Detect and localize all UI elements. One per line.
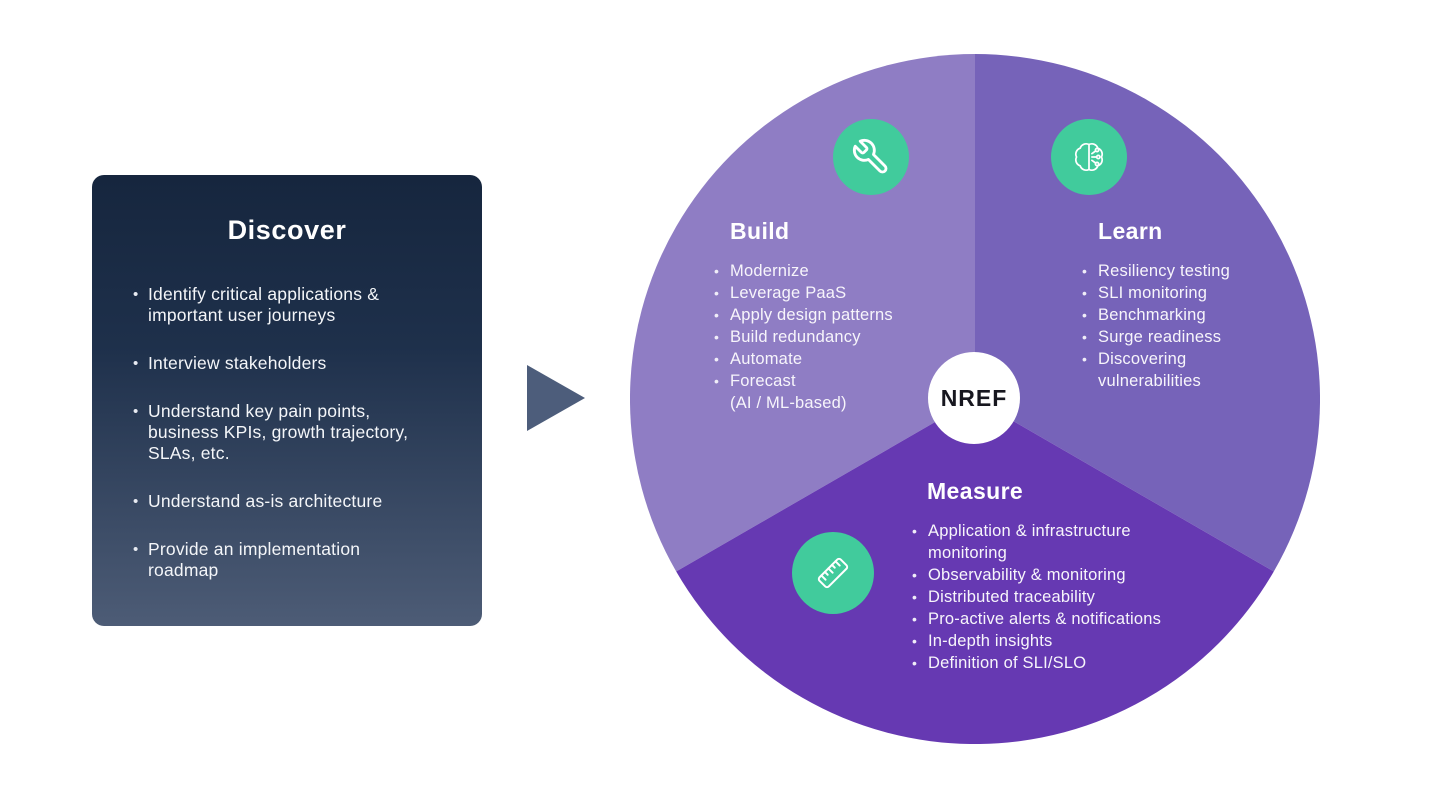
bullet-icon: • (714, 307, 719, 323)
list-item-text: Understand key pain points, business KPI… (148, 401, 409, 463)
list-item-text: Discovering vulnerabilities (1098, 350, 1201, 390)
learn-icon-badge (1051, 119, 1127, 195)
list-item-text: Surge readiness (1098, 328, 1222, 346)
list-item: • Modernize (714, 260, 950, 282)
bullet-icon: • (912, 611, 917, 627)
ruler-icon (817, 557, 849, 589)
bullet-icon: • (912, 567, 917, 583)
list-item: • Forecast (AI / ML-based) (714, 370, 950, 414)
list-item: • Identify critical applications & impor… (133, 284, 462, 326)
bullet-icon: • (133, 355, 139, 372)
segment-measure-content: Measure • Application & infrastructure m… (912, 478, 1212, 674)
list-item: • Observability & monitoring (912, 564, 1212, 586)
bullet-icon: • (1082, 351, 1087, 367)
list-item: • Apply design patterns (714, 304, 950, 326)
list-item: • Understand as-is architecture (133, 491, 462, 512)
bullet-icon: • (1082, 329, 1087, 345)
list-item-text: In-depth insights (928, 632, 1053, 650)
list-item-text: Benchmarking (1098, 306, 1206, 324)
list-item-text: Interview stakeholders (148, 353, 327, 373)
center-hub: NREF (928, 352, 1020, 444)
bullet-icon: • (1082, 307, 1087, 323)
list-item-text: Provide an implementation roadmap (148, 539, 361, 580)
list-item: • Distributed traceability (912, 586, 1212, 608)
bullet-icon: • (912, 655, 917, 671)
list-item-text: Definition of SLI/SLO (928, 654, 1087, 672)
brain-circuit-icon (1075, 143, 1103, 171)
bullet-icon: • (714, 285, 719, 301)
list-item-text: Leverage PaaS (730, 284, 847, 302)
list-item: • Provide an implementation roadmap (133, 539, 462, 581)
list-item-text: Forecast (AI / ML-based) (730, 372, 847, 412)
segment-build-title: Build (730, 218, 790, 244)
bullet-icon: • (912, 633, 917, 649)
list-item-text: Distributed traceability (928, 588, 1096, 606)
list-item: • In-depth insights (912, 630, 1212, 652)
list-item-text: Application & infrastructure monitoring (928, 522, 1131, 562)
list-item-text: Build redundancy (730, 328, 861, 346)
list-item-text: Resiliency testing (1098, 262, 1230, 280)
list-item-text: Modernize (730, 262, 809, 280)
bullet-icon: • (714, 373, 719, 389)
list-item: • Automate (714, 348, 950, 370)
list-item: • Definition of SLI/SLO (912, 652, 1212, 674)
segment-learn-content: Learn • Resiliency testing • SLI monitor… (1082, 218, 1292, 392)
bullet-icon: • (912, 523, 917, 539)
center-hub-label: NREF (940, 384, 1008, 411)
bullet-icon: • (912, 589, 917, 605)
list-item: • Pro-active alerts & notifications (912, 608, 1212, 630)
list-item-text: Automate (730, 350, 803, 368)
list-item: • Understand key pain points, business K… (133, 401, 462, 464)
list-item-text: Apply design patterns (730, 306, 893, 324)
bullet-icon: • (714, 329, 719, 345)
list-item: • Discovering vulnerabilities (1082, 348, 1292, 392)
discover-title: Discover (227, 215, 347, 245)
list-item: • Application & infrastructure monitorin… (912, 520, 1212, 564)
segment-measure-wedge (676, 399, 1274, 744)
bullet-icon: • (133, 493, 139, 510)
bullet-icon: • (1082, 263, 1087, 279)
bullet-icon: • (1082, 285, 1087, 301)
list-item: • Build redundancy (714, 326, 950, 348)
discover-card: Discover • Identify critical application… (92, 175, 482, 626)
bullet-icon: • (133, 403, 139, 420)
build-icon-badge (833, 119, 909, 195)
segment-build-content: Build • Modernize • Leverage PaaS • Appl… (714, 218, 950, 414)
bullet-icon: • (714, 351, 719, 367)
measure-icon-badge (792, 532, 874, 614)
wrench-icon (852, 138, 888, 174)
segment-learn-list: • Resiliency testing • SLI monitoring • … (1082, 260, 1292, 392)
list-item-text: SLI monitoring (1098, 284, 1208, 302)
list-item-text: Identify critical applications & importa… (148, 284, 380, 325)
list-item-text: Understand as-is architecture (148, 491, 383, 511)
segment-build-list: • Modernize • Leverage PaaS • Apply desi… (714, 260, 950, 414)
discover-list: • Identify critical applications & impor… (133, 284, 462, 581)
segment-measure-list: • Application & infrastructure monitorin… (912, 520, 1212, 674)
list-item: • Resiliency testing (1082, 260, 1292, 282)
list-item: • SLI monitoring (1082, 282, 1292, 304)
segment-learn-title: Learn (1098, 218, 1163, 244)
bullet-icon: • (714, 263, 719, 279)
bullet-icon: • (133, 541, 139, 558)
list-item: • Surge readiness (1082, 326, 1292, 348)
bullet-icon: • (133, 286, 139, 303)
list-item: • Leverage PaaS (714, 282, 950, 304)
segment-measure-title: Measure (927, 478, 1024, 504)
list-item-text: Pro-active alerts & notifications (928, 610, 1162, 628)
list-item: • Interview stakeholders (133, 353, 462, 374)
list-item: • Benchmarking (1082, 304, 1292, 326)
right-arrow-icon (527, 365, 585, 431)
list-item-text: Observability & monitoring (928, 566, 1126, 584)
